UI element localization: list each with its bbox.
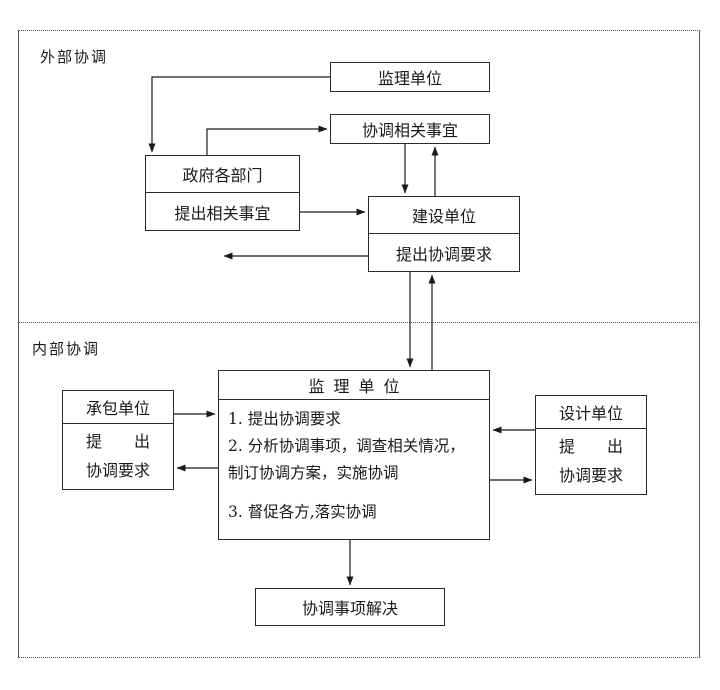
design-unit-box: 设计单位 提 出 协调要求: [535, 395, 647, 495]
contractor-request-text: 提 出 协调要求: [63, 424, 173, 485]
contractor-request-line1: 提 出: [85, 432, 150, 451]
coordinate-matters-label: 协调相关事宜: [361, 121, 458, 140]
contractor-request-line2: 协调要求: [85, 461, 150, 480]
supervision-unit-top-box: 监理单位: [330, 62, 490, 92]
design-request-line1: 提 出: [558, 437, 623, 456]
design-request-line2: 协调要求: [558, 466, 623, 485]
supervision-unit-main-title: 监理单位: [219, 371, 489, 400]
contractor-unit-box: 承包单位 提 出 协调要求: [62, 390, 174, 490]
supervision-task-2: 2. 分析协调事项，调查相关情况，制订协调方案，实施协调: [228, 437, 465, 482]
internal-coordination-label: 内部协调: [32, 340, 101, 358]
section-divider: [18, 322, 700, 323]
resolution-label: 协调事项解决: [301, 599, 398, 618]
construction-unit-title: 建设单位: [369, 197, 519, 234]
supervision-task-1: 1. 提出协调要求: [228, 410, 341, 428]
design-unit-title: 设计单位: [536, 396, 646, 429]
external-coordination-label: 外部协调: [40, 48, 109, 66]
construction-unit-box: 建设单位 提出协调要求: [368, 196, 520, 272]
outer-frame: [18, 30, 700, 658]
resolution-box: 协调事项解决: [255, 588, 445, 626]
government-departments-box: 政府各部门 提出相关事宜: [145, 155, 300, 231]
supervision-task-list: 1. 提出协调要求 2. 分析协调事项，调查相关情况，制订协调方案，实施协调 3…: [219, 400, 489, 526]
supervision-unit-top-label: 监理单位: [377, 69, 442, 88]
coordinate-matters-box: 协调相关事宜: [330, 114, 490, 144]
supervision-unit-main-box: 监理单位 1. 提出协调要求 2. 分析协调事项，调查相关情况，制订协调方案，实…: [218, 370, 490, 540]
supervision-task-3: 3. 督促各方,落实协调: [228, 503, 377, 521]
design-request-text: 提 出 协调要求: [536, 429, 646, 490]
contractor-unit-title: 承包单位: [63, 391, 173, 424]
government-raise-matters-label: 提出相关事宜: [174, 203, 271, 223]
government-departments-title: 政府各部门: [146, 156, 299, 193]
construction-raise-request-label: 提出协调要求: [395, 244, 492, 264]
